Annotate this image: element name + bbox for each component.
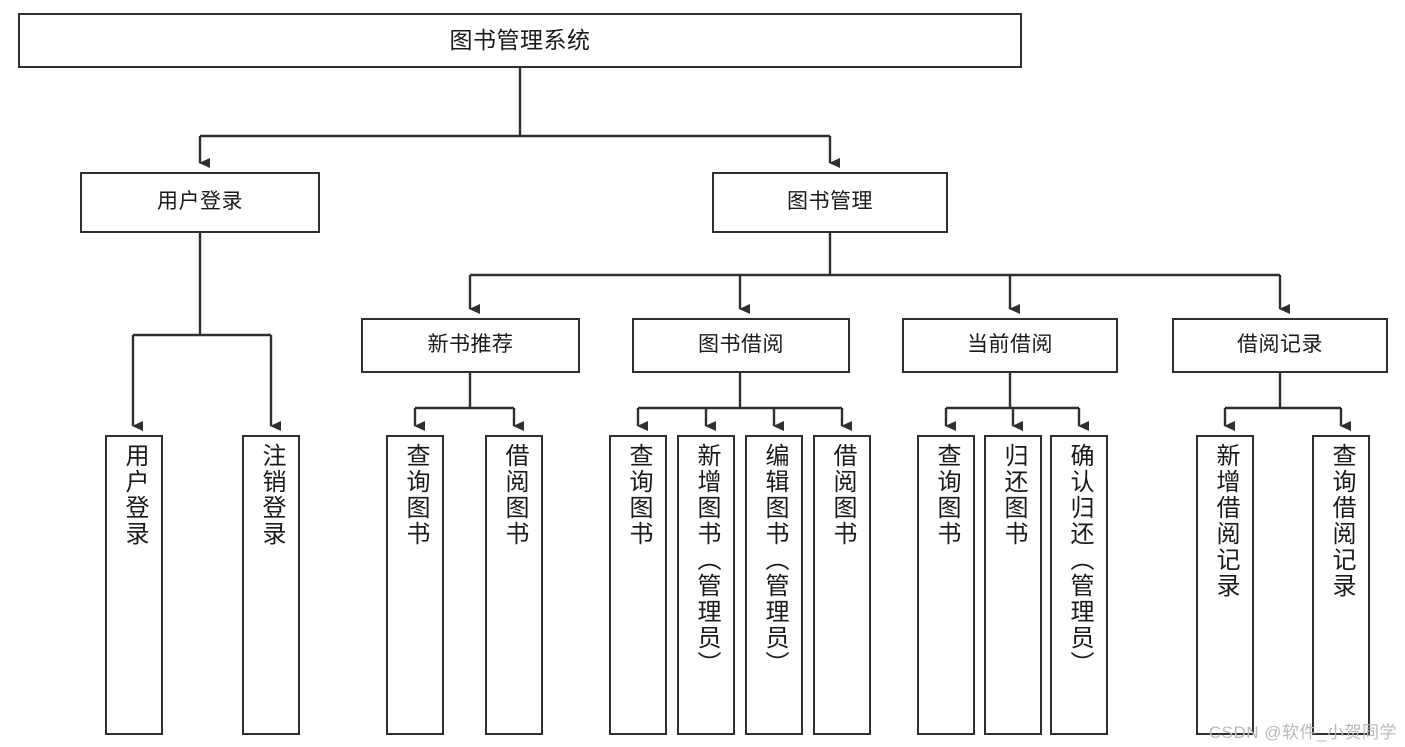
node-label: 借阅图书 [829,443,856,547]
node-label: 图书管理系统 [449,26,591,53]
node-label: 编辑图书（管理员） [761,443,788,677]
node-label: 查询图书 [625,443,652,547]
leaf-borrow-book[interactable]: 借阅图书 [813,435,871,735]
node-new-book-recommend[interactable]: 新书推荐 [361,318,580,373]
node-borrow-record[interactable]: 借阅记录 [1172,318,1388,373]
node-label: 用户登录 [157,190,243,214]
leaf-confirm-return-admin[interactable]: 确认归还（管理员） [1050,435,1108,735]
node-label: 借阅图书 [501,443,528,547]
node-label: 查询借阅记录 [1328,443,1355,599]
leaf-add-borrow-record[interactable]: 新增借阅记录 [1196,435,1254,735]
leaf-borrow-book-recommend[interactable]: 借阅图书 [485,435,543,735]
node-book-borrow[interactable]: 图书借阅 [632,318,850,373]
leaf-query-book-current[interactable]: 查询图书 [917,435,975,735]
node-user-login[interactable]: 用户登录 [80,172,320,233]
leaf-return-book[interactable]: 归还图书 [984,435,1042,735]
node-label: 图书管理 [787,190,873,214]
node-label: 借阅记录 [1237,333,1323,357]
leaf-edit-book-admin[interactable]: 编辑图书（管理员） [745,435,803,735]
leaf-logout[interactable]: 注销登录 [242,435,300,735]
node-current-borrow[interactable]: 当前借阅 [902,318,1118,373]
leaf-add-book-admin[interactable]: 新增图书（管理员） [677,435,735,735]
leaf-query-book-recommend[interactable]: 查询图书 [386,435,444,735]
node-label: 新增借阅记录 [1212,443,1239,599]
leaf-query-borrow-record[interactable]: 查询借阅记录 [1312,435,1370,735]
node-book-management[interactable]: 图书管理 [712,172,948,233]
csdn-watermark: CSDN @软件_小贺同学 [1208,723,1397,742]
leaf-user-login[interactable]: 用户登录 [105,435,163,735]
node-label: 注销登录 [258,443,285,547]
leaf-query-book-borrow[interactable]: 查询图书 [609,435,667,735]
node-label: 新书推荐 [427,333,514,357]
node-root-system[interactable]: 图书管理系统 [18,13,1022,68]
node-label: 查询图书 [933,443,960,547]
node-label: 当前借阅 [967,333,1053,357]
node-label: 确认归还（管理员） [1066,443,1093,677]
node-label: 图书借阅 [698,333,784,357]
node-label: 查询图书 [402,443,429,547]
node-label: 新增图书（管理员） [693,443,720,677]
node-label: 归还图书 [1000,443,1027,547]
node-label: 用户登录 [121,443,148,547]
